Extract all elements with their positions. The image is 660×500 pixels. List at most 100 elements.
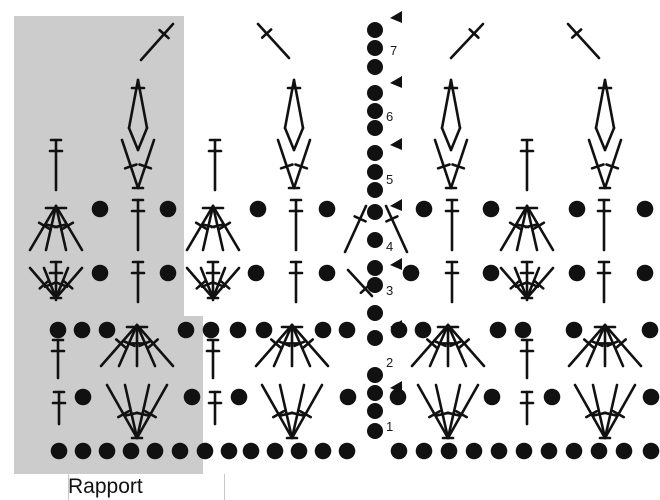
fan-of-treble-crochets <box>499 204 555 252</box>
v-cluster <box>28 266 84 300</box>
fan-of-treble-crochets <box>567 323 643 368</box>
fan-leg <box>428 323 450 368</box>
fan-leg <box>211 266 227 300</box>
leg-bar <box>433 339 447 348</box>
chain-stitch <box>415 200 433 218</box>
chain-stitch <box>159 264 177 282</box>
leg-bar <box>61 279 74 290</box>
fan-leg <box>54 266 84 300</box>
chain-stitch <box>490 442 508 460</box>
leg-bar <box>298 409 313 419</box>
fan-leg <box>185 204 215 252</box>
leg-bar <box>449 339 463 348</box>
fan-leg <box>525 204 539 252</box>
fan-leg <box>567 323 607 368</box>
chain-stitch <box>196 442 214 460</box>
diamond-edge <box>127 126 140 152</box>
chain-stitch <box>590 442 608 460</box>
chain-stitch <box>389 388 407 406</box>
fan-leg <box>272 323 294 368</box>
leg-bar <box>38 279 51 290</box>
fan-leg <box>136 138 156 190</box>
chain-stitch <box>290 442 308 460</box>
fan-leg <box>54 266 70 300</box>
leg-bar <box>271 409 286 419</box>
double-crochet-stitch <box>130 198 146 252</box>
leg-bar <box>143 409 158 419</box>
diamond-edge <box>449 126 462 152</box>
stitch-post <box>139 22 175 62</box>
chain-stitch <box>415 442 433 460</box>
fan-leg <box>603 383 619 440</box>
row-label-7: 7 <box>390 43 397 58</box>
fan-leg <box>42 266 58 300</box>
fan-leg <box>416 383 450 440</box>
chain-stitch <box>367 204 383 220</box>
double-crochet-stitch <box>444 198 460 252</box>
chain-stitch <box>122 442 140 460</box>
stitch-post <box>384 204 409 254</box>
row-label-1: 1 <box>386 419 393 434</box>
leg-bar <box>138 339 152 348</box>
fan-leg <box>135 323 157 368</box>
row-label-6: 6 <box>386 109 393 124</box>
double-crochet-stitch <box>519 260 535 302</box>
stitch-post <box>343 204 368 254</box>
chain-stitch <box>367 305 383 321</box>
leg-bar <box>611 409 626 419</box>
stitch-post <box>566 22 601 60</box>
chain-stitch <box>482 264 500 282</box>
chain-stitch <box>367 385 383 401</box>
v-cluster <box>185 266 241 300</box>
double-crochet-stitch <box>48 138 64 192</box>
fan-leg <box>199 266 215 300</box>
chain-stitch <box>91 200 109 218</box>
leg-bar <box>294 163 309 170</box>
v-cluster <box>587 138 623 190</box>
fan-leg <box>276 138 296 190</box>
fan-leg <box>292 138 312 190</box>
fan-leg <box>44 204 58 252</box>
leg-bar <box>290 411 305 417</box>
leg-bar <box>582 338 595 349</box>
chain-stitch <box>515 442 533 460</box>
leg-bar <box>114 338 127 349</box>
stitch-post <box>256 22 291 60</box>
leg-bar <box>584 409 599 419</box>
fan-leg <box>434 383 450 440</box>
chain-stitch <box>367 85 383 101</box>
double-crochet-stitch <box>519 338 535 380</box>
turning-arrow <box>390 76 402 88</box>
leg-bar <box>210 223 225 229</box>
double-crochet-stitch <box>596 198 612 252</box>
fan-leg <box>525 266 541 300</box>
double-crochet-stitch <box>288 260 304 304</box>
fan-leg <box>585 323 607 368</box>
fan-leg <box>117 323 139 368</box>
double-crochet-stitch <box>207 390 223 426</box>
chain-stitch <box>565 321 583 339</box>
diagonal-stitch <box>343 204 368 254</box>
double-crochet-stitch <box>519 390 535 426</box>
chain-stitch <box>338 321 356 339</box>
chain-stitch <box>514 321 532 339</box>
diagonal-stitch <box>449 22 485 60</box>
fan-leg <box>446 323 468 368</box>
fan-leg <box>290 383 324 440</box>
chain-stitch <box>74 442 92 460</box>
diamond-cluster <box>127 78 149 152</box>
leg-bar <box>454 409 469 419</box>
fan-leg <box>99 323 139 368</box>
chain-stitch <box>390 442 408 460</box>
leg-bar <box>508 221 522 231</box>
diamond-cluster <box>594 78 616 152</box>
fan-leg <box>525 204 555 252</box>
chain-stitch <box>482 200 500 218</box>
chain-stitch <box>367 232 383 248</box>
leg-bar <box>43 280 58 289</box>
leg-bar <box>122 339 136 348</box>
fan-leg <box>587 138 607 190</box>
fan-leg <box>603 323 643 368</box>
v-cluster <box>416 383 480 440</box>
diamond-edge <box>440 126 453 152</box>
